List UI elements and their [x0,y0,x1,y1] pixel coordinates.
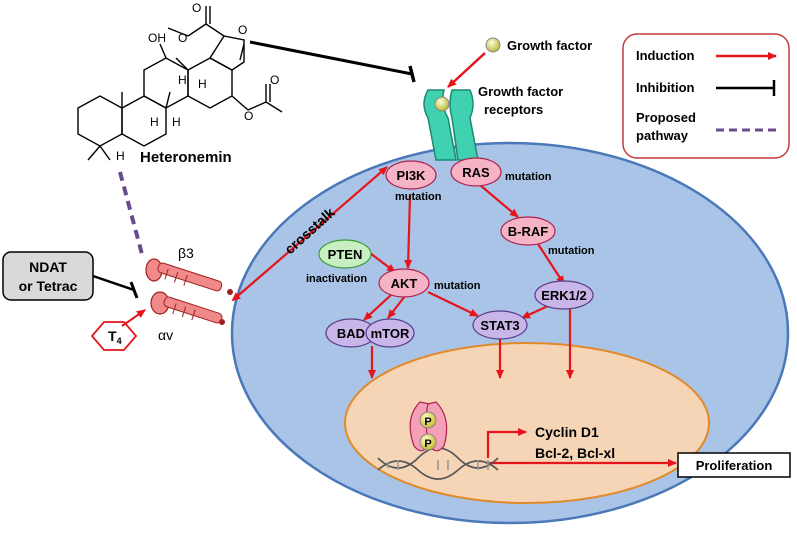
phospho-label-1: P [424,416,431,428]
receptor-label-line2: receptors [484,102,543,117]
arrow-ras-braf [479,184,519,218]
node-akt-label: AKT [391,276,418,291]
nucleus [344,342,710,504]
phospho-circle-1 [419,411,437,429]
oh-label: OH [148,31,166,45]
arrow-akt-stat3 [427,291,479,317]
node-mtor: mTOR [365,318,415,348]
proposed-pathway-line [118,171,145,259]
ndat-inhibition-line [92,274,135,292]
heteronemin-structure [77,6,283,161]
proliferation-label: Proliferation [696,458,773,473]
arrow-crosstalk [231,166,388,302]
receptor-label-line1: Growth factor [478,84,563,99]
ester-o-right: O [244,109,253,123]
cyclin-d1-label: Cyclin D1 [535,424,599,440]
arrow-akt-mtor [387,295,406,319]
ndat-label: NDAT [29,259,67,275]
pathway-arrows [231,166,677,467]
node-pi3k: PI3K [385,160,437,190]
node-akt: AKT [378,268,430,298]
h-label-1: H [198,77,207,91]
node-braf-label: B-RAF [508,224,548,239]
t4-arrow [121,309,146,327]
growth-factor-arrow [447,52,486,88]
arrow-erk-stat3 [521,304,551,319]
t4-sub: 4 [117,336,122,346]
phospho-label-2: P [424,438,431,450]
heteronemin-inhibition-line [249,40,413,76]
proliferation-box [677,452,791,478]
node-ras: RAS [450,157,502,187]
arrow-to-cyclin [486,428,527,458]
legend-box [622,33,790,159]
integrin-beta-label: β3 [178,245,194,261]
node-bad: BAD [325,318,377,348]
growth-factor-receptor [423,89,479,161]
legend-proposed-label-2: pathway [636,128,689,143]
h-label-3: H [150,115,159,129]
ras-mutation: mutation [505,171,552,183]
ester-o-top-2: O [178,31,187,45]
growth-factor-ligand [485,37,501,53]
node-stat3-label: STAT3 [480,318,519,333]
arrow-pi3k-akt [404,194,413,269]
integrin-alpha-label: αv [158,327,173,343]
legend-proposed-label-1: Proposed [636,110,696,125]
integrin-beta3 [145,258,233,295]
t4-main-text: T [108,328,117,344]
bcl-label: Bcl-2, Bcl-xl [535,445,615,461]
node-braf: B-RAF [500,216,556,246]
node-mtor-label: mTOR [371,326,410,341]
node-erk: ERK1/2 [534,280,594,310]
growth-factor-label: Growth factor [507,38,592,53]
integrin-alphav [150,291,225,325]
arrow-braf-erk [537,243,565,285]
node-pi3k-label: PI3K [397,168,427,183]
legend-induction-label: Induction [636,48,695,63]
pi3k-mutation: mutation [395,191,442,203]
tetrac-label: or Tetrac [19,278,78,294]
ester-o-right-2: O [270,73,279,87]
akt-mutation: mutation [434,280,481,292]
legend-inhibition-label: Inhibition [636,80,695,95]
ring-oxygen-label: O [238,23,247,37]
h-label-2: H [178,73,187,87]
heteronemin-inhibition-bar [408,65,416,83]
node-pten-label: PTEN [328,247,363,262]
node-pten: PTEN [318,239,372,269]
t4-hexagon [90,321,138,351]
heteronemin-atom-labels: OH O O O O O H H H H H Heteronemin [116,1,279,166]
pten-inactivation: inactivation [306,273,367,285]
h-label-5: H [116,149,125,163]
heteronemin-name: Heteronemin [140,149,232,166]
h-label-4: H [172,115,181,129]
node-ras-label: RAS [462,165,490,180]
node-erk-label: ERK1/2 [541,288,587,303]
phospho-circle-2 [419,433,437,451]
ester-o-top: O [192,1,201,15]
ndat-inhibition-bar [129,281,139,299]
braf-mutation: mutation [548,245,595,257]
node-bad-label: BAD [337,326,365,341]
t4-main: T4 [108,328,122,346]
node-stat3: STAT3 [472,310,528,340]
